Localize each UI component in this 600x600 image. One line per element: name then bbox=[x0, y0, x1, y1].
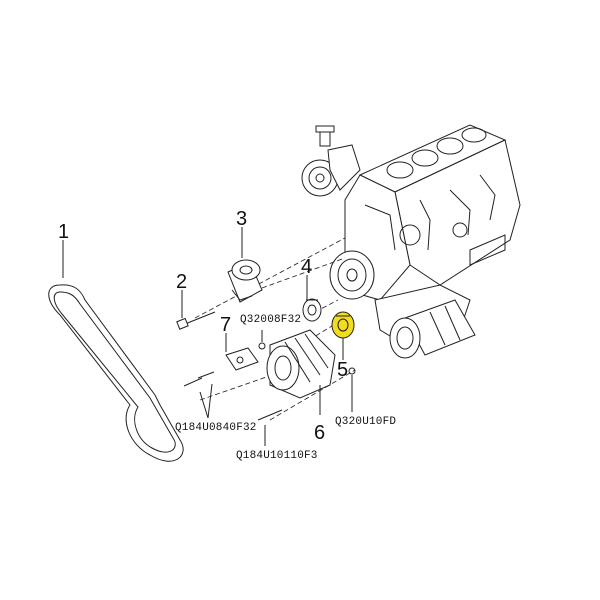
label-part-1: 1 bbox=[58, 221, 69, 243]
label-part-7: 7 bbox=[220, 314, 231, 336]
label-part-3: 3 bbox=[236, 208, 247, 230]
code-q320u10fd: Q320U10FD bbox=[335, 416, 396, 428]
engine-block bbox=[329, 124, 521, 346]
code-q32008f32: Q32008F32 bbox=[240, 314, 301, 326]
power-steering-pump bbox=[301, 125, 361, 197]
label-part-6: 6 bbox=[314, 422, 325, 444]
leader-lines bbox=[62, 227, 353, 446]
highlighted-pulley-part-5[interactable] bbox=[331, 311, 355, 339]
alternator bbox=[266, 329, 336, 399]
code-q184u0840f32: Q184U0840F32 bbox=[175, 422, 257, 434]
label-part-5: 5 bbox=[337, 359, 348, 381]
leader-dashes bbox=[194, 237, 356, 421]
idler-pulley bbox=[302, 298, 322, 322]
ac-compressor bbox=[389, 299, 476, 359]
label-part-4: 4 bbox=[301, 256, 312, 278]
code-q184u10110f3: Q184U10110F3 bbox=[236, 450, 318, 462]
small-bolts bbox=[183, 342, 356, 421]
serpentine-belt bbox=[48, 284, 184, 462]
belt-tensioner bbox=[227, 259, 263, 303]
bracket-part-7 bbox=[225, 347, 259, 371]
bolt-part-2 bbox=[176, 311, 216, 330]
label-part-2: 2 bbox=[176, 271, 187, 293]
